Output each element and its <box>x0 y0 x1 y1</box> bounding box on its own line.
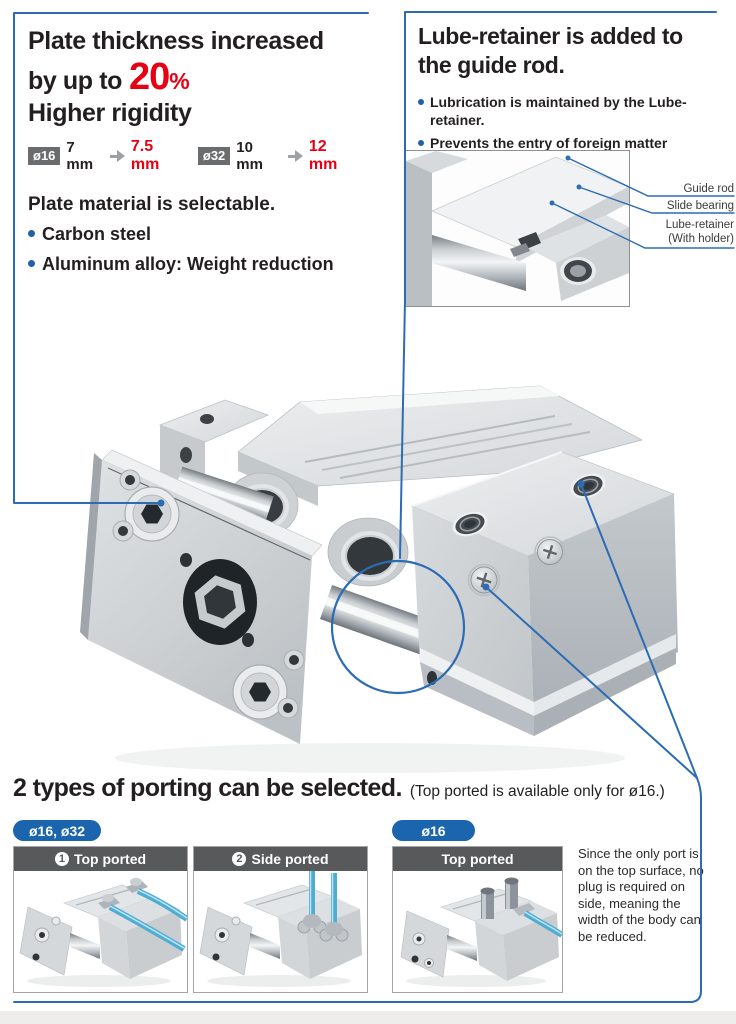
panel-side-ported: 2 Side ported <box>193 846 368 993</box>
arrow-right-icon <box>288 150 304 162</box>
plate-box-highlight-unit: % <box>169 68 190 94</box>
spec-from-16: 7 mm <box>66 139 94 173</box>
bore-badge-16: ø16 <box>28 147 61 165</box>
panel-image <box>14 871 187 992</box>
bullet-text: Aluminum alloy: Weight reduction <box>42 254 334 274</box>
porting-heading: 2 types of porting can be selected. (Top… <box>13 774 665 803</box>
bullet-text: Lubrication is maintained by the Lube-re… <box>430 94 687 128</box>
plate-material-item: Carbon steel <box>28 223 358 246</box>
lube-box-title-line1: Lube-retainer is added to <box>418 23 683 49</box>
panel-top-ported-16: Top ported <box>392 846 563 993</box>
panel-label: Side ported <box>251 851 329 867</box>
porting-description: Since the only port is on the top surfac… <box>578 846 704 944</box>
spec-to-32: 12 mm <box>308 138 338 173</box>
label-slide-bearing: Slide bearing <box>666 200 734 212</box>
plate-material-item: Aluminum alloy: Weight reduction <box>28 253 358 276</box>
bore-pill-16-32: ø16, ø32 <box>13 820 101 841</box>
plate-box-title-line2: by up to 20 % <box>28 56 358 98</box>
bullet-icon <box>418 140 424 146</box>
bullet-icon <box>28 260 35 267</box>
arrow-right-icon <box>110 150 126 162</box>
porting-heading-note: (Top ported is available only for ø16.) <box>409 783 665 800</box>
panel-header: 1 Top ported <box>14 847 187 871</box>
lube-bullet-item: Lubrication is maintained by the Lube-re… <box>418 93 724 129</box>
plate-material-subtitle: Plate material is selectable. <box>28 194 276 215</box>
panel-top-ported: 1 Top ported <box>13 846 188 993</box>
panel-label: Top ported <box>73 851 147 867</box>
circled-number-icon: 2 <box>232 852 247 866</box>
label-guide-rod: Guide rod <box>683 183 734 195</box>
plate-box-title-line1: Plate thickness increased <box>28 27 324 55</box>
circled-number-icon: 1 <box>54 852 69 866</box>
phillips-screw <box>467 563 501 597</box>
plate-box-title-line3: Higher rigidity <box>28 99 192 127</box>
bullet-text: Carbon steel <box>42 224 152 244</box>
panel-label: Top ported <box>441 851 514 867</box>
cutaway-illustration <box>406 151 629 306</box>
plate-thickness-box: Plate thickness increased by up to 20 % … <box>28 26 358 276</box>
bullet-icon <box>28 230 35 237</box>
plate-box-highlight-value: 20 <box>129 56 170 98</box>
panel-image <box>393 871 562 992</box>
lube-retainer-inset-image <box>405 150 630 307</box>
panel-header: 2 Side ported <box>194 847 367 871</box>
panel-header: Top ported <box>393 847 562 871</box>
bore-pill-16: ø16 <box>392 820 475 841</box>
plate-box-title-prefix: by up to <box>28 67 123 95</box>
panel-image <box>194 871 367 992</box>
label-with-holder: (With holder) <box>668 233 734 245</box>
lube-retainer-box: Lube-retainer is added to the guide rod.… <box>418 22 724 152</box>
bullet-icon <box>418 99 424 105</box>
porting-heading-text: 2 types of porting can be selected. <box>13 774 402 802</box>
spec-from-32: 10 mm <box>236 139 263 173</box>
label-lube-retainer: Lube-retainer <box>665 219 734 231</box>
page-bottom-edge <box>0 1011 736 1024</box>
spec-to-16: 7.5 mm <box>130 138 160 173</box>
lube-box-title-line2: the guide rod. <box>418 52 565 78</box>
thickness-spec-row: ø16 7 mm 7.5 mm ø32 10 mm 12 mm <box>28 138 358 174</box>
bore-badge-32: ø32 <box>197 147 231 165</box>
